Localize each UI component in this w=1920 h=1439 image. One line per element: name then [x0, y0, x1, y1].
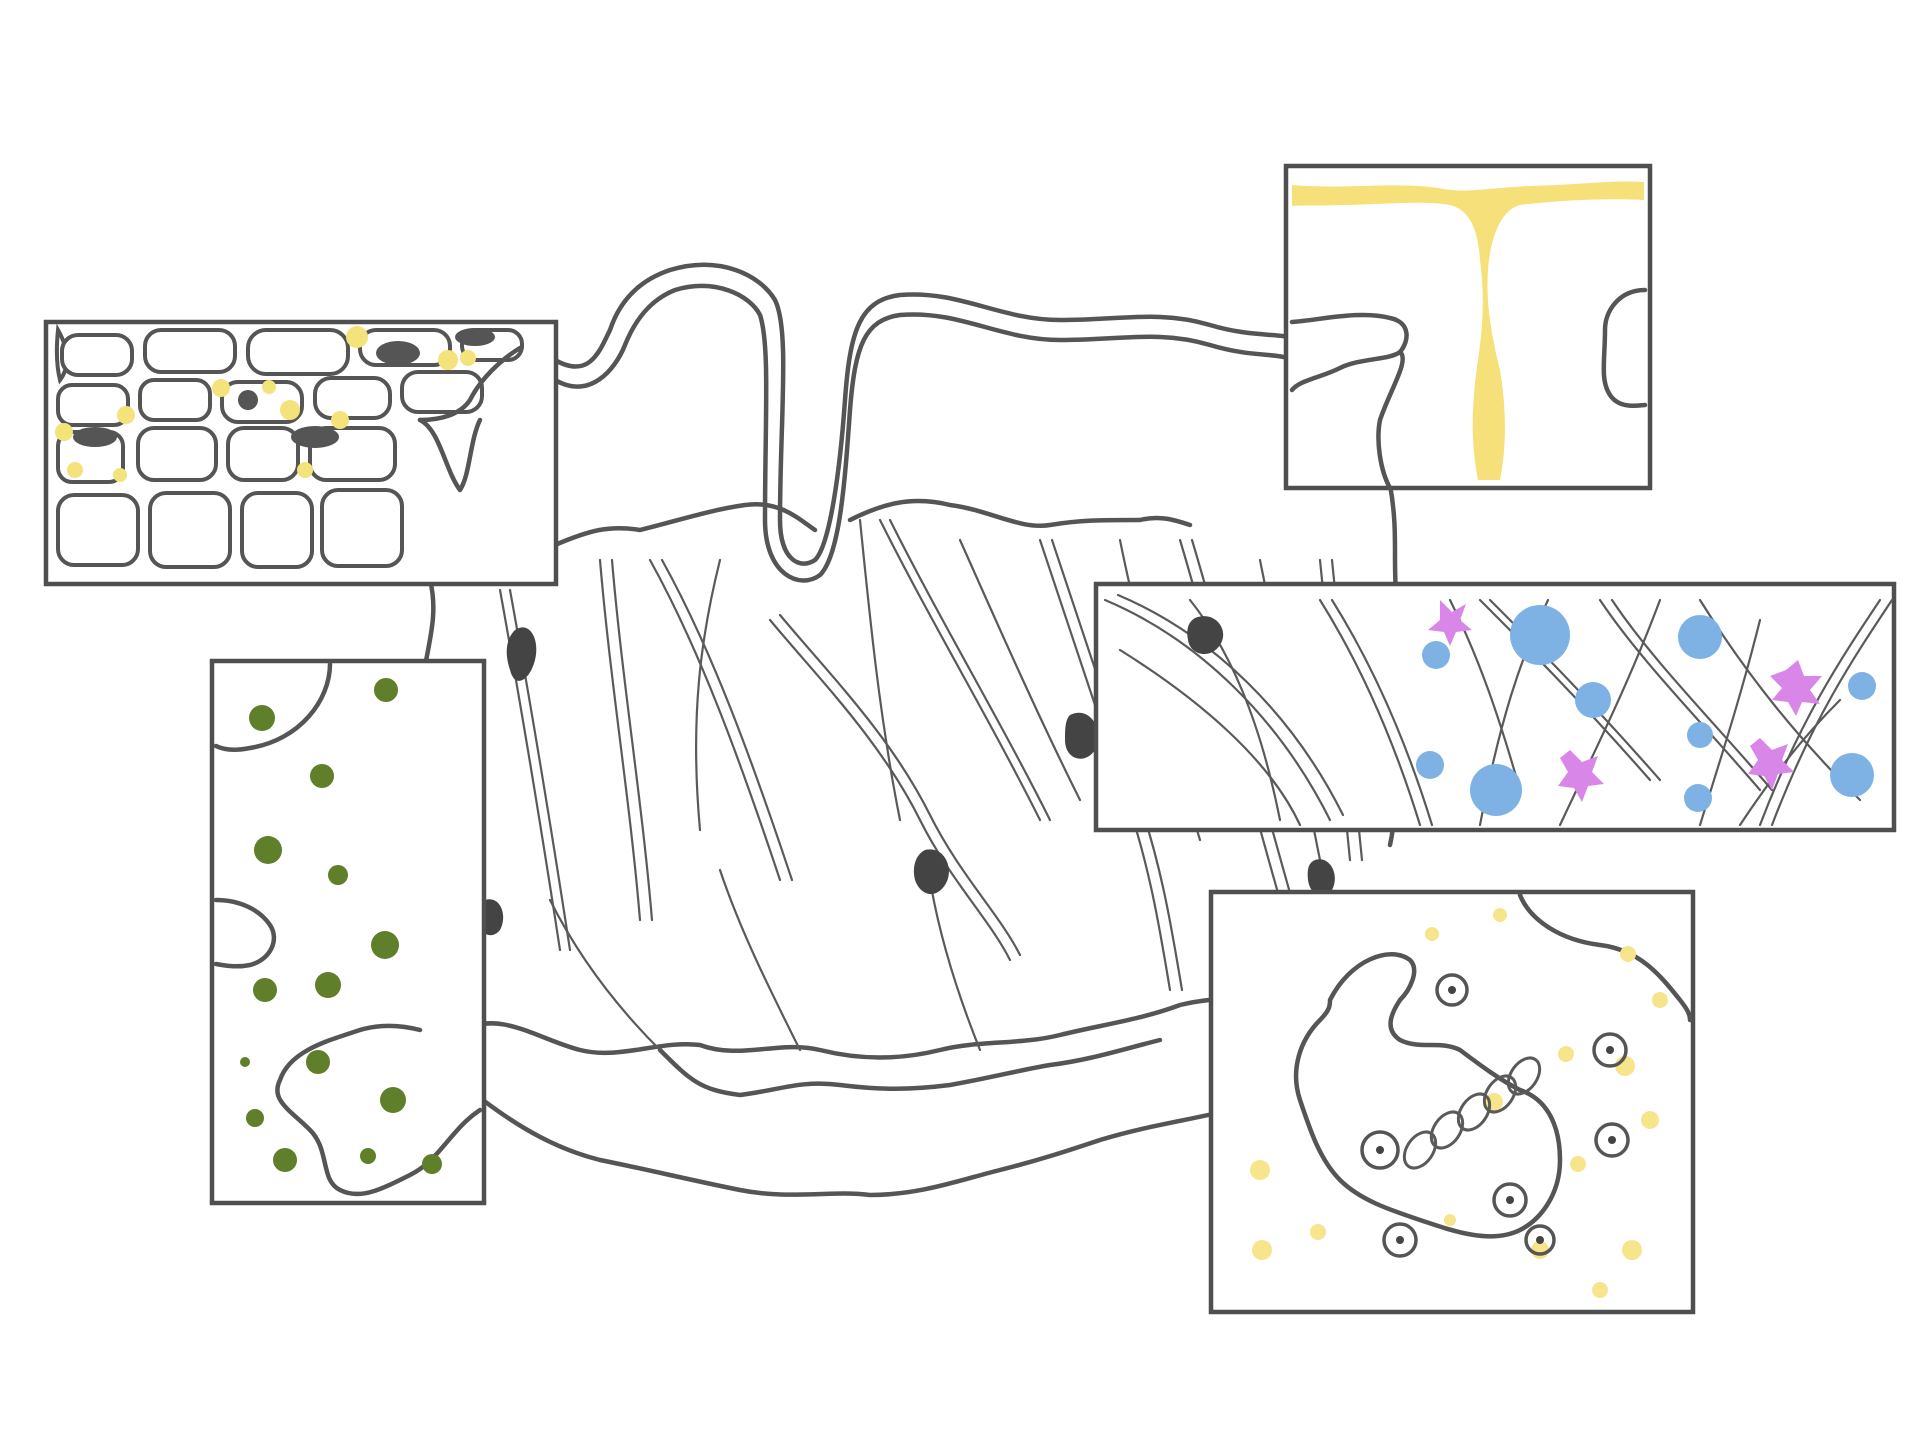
fat-cells-icon — [1250, 892, 1693, 1298]
fibroblast-cells — [477, 627, 1335, 936]
subcutaneous-panel — [1208, 889, 1696, 1315]
marrow-panel — [209, 658, 487, 1206]
dermis-cells-panel — [1093, 581, 1897, 833]
epidermis-cells-icon — [54, 323, 524, 569]
green-dots-icon — [213, 661, 483, 1197]
epidermis-panel — [43, 319, 559, 587]
dermal-cells-icon — [1103, 593, 1894, 827]
sweat-pore-panel — [1283, 163, 1653, 491]
sweat-pore-icon — [1289, 181, 1648, 491]
